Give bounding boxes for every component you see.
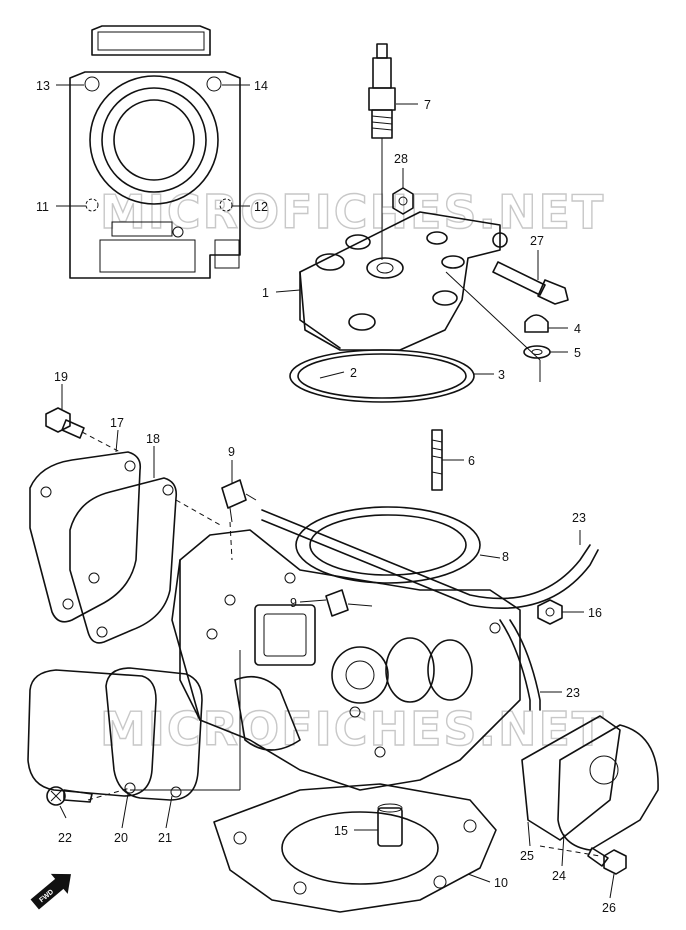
callout-12: 12 — [254, 200, 268, 214]
dowel-pin-15 — [377, 803, 403, 847]
washer-5 — [523, 345, 551, 359]
callout-16: 16 — [588, 606, 602, 620]
callout-15: 15 — [334, 824, 348, 838]
cylinder-top-view-inset — [69, 25, 241, 279]
cover-gasket-18 — [69, 477, 178, 644]
cover-24 — [557, 724, 659, 851]
bolt-26 — [587, 847, 627, 875]
callout-11: 11 — [36, 200, 49, 214]
callout-27: 27 — [530, 234, 544, 248]
bolt-27 — [492, 261, 569, 305]
spark-plug — [368, 43, 396, 150]
callout-19: 19 — [54, 370, 68, 384]
callout-9-upper: 9 — [228, 445, 235, 459]
callout-10: 10 — [494, 876, 508, 890]
bolt-22 — [46, 786, 93, 806]
watermark-top: MICROFICHES.NET — [100, 185, 605, 239]
callout-23-upper: 23 — [572, 511, 586, 525]
exhaust-cover-gasket-21 — [105, 667, 203, 801]
callout-labels: 13 14 11 12 7 28 27 1 4 5 2 3 19 17 18 9… — [36, 79, 616, 915]
callout-25: 25 — [520, 849, 534, 863]
stud-6 — [431, 429, 443, 491]
exhaust-cover-20 — [27, 669, 157, 797]
alignment-lines — [81, 271, 601, 857]
cover-gasket-25 — [521, 715, 621, 841]
watermark-bottom: MICROFICHES.NET — [100, 702, 605, 756]
callout-4: 4 — [574, 322, 581, 336]
callout-2: 2 — [350, 366, 357, 380]
base-gasket-10 — [213, 783, 497, 913]
nut-16 — [537, 599, 563, 625]
callout-23-lower: 23 — [566, 686, 580, 700]
callout-20: 20 — [114, 831, 128, 845]
o-ring-3 — [289, 349, 475, 403]
cylinder-head — [299, 150, 508, 351]
nipple-9-lower — [325, 589, 373, 617]
callout-24: 24 — [552, 869, 566, 883]
callout-7: 7 — [424, 98, 431, 112]
callout-5: 5 — [574, 346, 581, 360]
callout-21: 21 — [158, 831, 172, 845]
callout-13: 13 — [36, 79, 50, 93]
nipple-9-upper — [221, 479, 257, 523]
fwd-arrow-icon: FWD — [30, 873, 71, 910]
acorn-nut-4 — [524, 314, 549, 333]
leader-lines — [56, 84, 615, 899]
callout-17: 17 — [110, 416, 124, 430]
callout-28: 28 — [394, 152, 408, 166]
callout-8: 8 — [502, 550, 509, 564]
bolt-19 — [45, 407, 85, 439]
o-ring-2 — [297, 353, 467, 399]
callout-22: 22 — [58, 831, 72, 845]
callout-26: 26 — [602, 901, 616, 915]
cover-gasket-17 — [29, 451, 142, 623]
callout-6: 6 — [468, 454, 475, 468]
cylinder-base-gasket-8 — [295, 506, 481, 584]
callout-18: 18 — [146, 432, 160, 446]
callout-14: 14 — [254, 79, 268, 93]
callout-9-lower: 9 — [290, 596, 297, 610]
callout-3: 3 — [498, 368, 505, 382]
callout-1: 1 — [262, 286, 269, 300]
hose-23 — [261, 509, 599, 711]
cylinder-block — [171, 529, 521, 791]
